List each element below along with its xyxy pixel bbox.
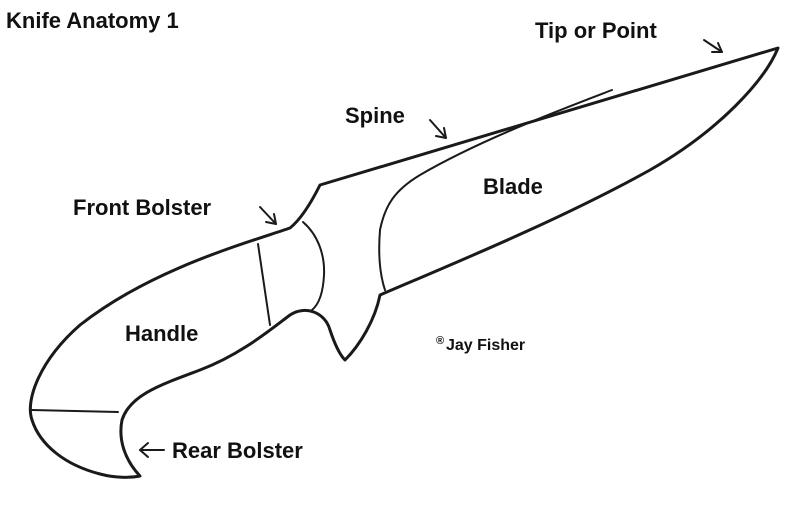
rear-bolster-arrow [139,442,165,458]
knife-outline [28,46,780,479]
spine-arrow [429,119,447,139]
handle-label: Handle [125,321,198,346]
front-bolster-shape [302,221,326,311]
tip-label: Tip or Point [535,18,657,43]
diagram-title: Knife Anatomy 1 [6,8,179,33]
copyright-label: Jay Fisher [446,337,525,354]
copyright-symbol: ® [436,335,444,347]
front-bolster-label: Front Bolster [73,195,212,220]
spine-bevel-line [378,89,613,291]
rear-bolster-divider [31,409,119,413]
front-bolster-arrow [259,206,277,225]
front-bolster-divider [257,243,271,326]
blade-label: Blade [483,174,543,199]
rear-bolster-label: Rear Bolster [172,438,303,463]
spine-label: Spine [345,103,405,128]
tip-arrow [703,39,723,53]
